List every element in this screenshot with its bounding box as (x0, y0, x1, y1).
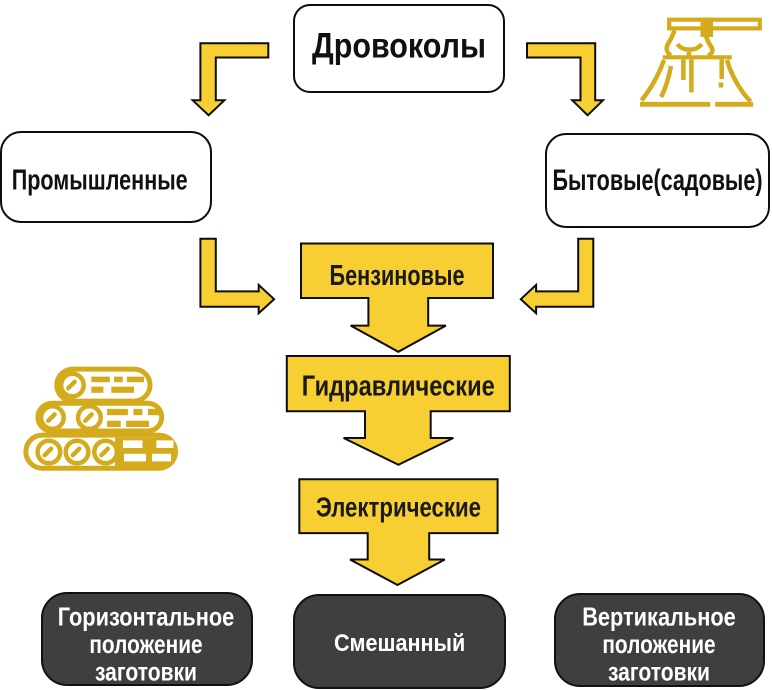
svg-text:Дровоколы: Дровоколы (312, 27, 486, 66)
svg-text:Горизонтальное: Горизонтальное (58, 602, 235, 632)
svg-text:Гидравлические: Гидравлические (302, 371, 495, 403)
svg-text:Промышленные: Промышленные (12, 165, 188, 197)
svg-text:Электрические: Электрические (316, 492, 481, 523)
svg-text:Вертикальное: Вертикальное (582, 602, 736, 632)
svg-text:положение: положение (89, 629, 202, 659)
svg-text:Бензиновые: Бензиновые (330, 260, 465, 292)
svg-text:заготовки: заготовки (608, 657, 710, 687)
svg-text:Смешанный: Смешанный (334, 630, 465, 657)
svg-text:заготовки: заготовки (95, 657, 197, 687)
svg-text:Бытовые(садовые): Бытовые(садовые) (553, 164, 763, 197)
svg-text:положение: положение (602, 629, 715, 659)
